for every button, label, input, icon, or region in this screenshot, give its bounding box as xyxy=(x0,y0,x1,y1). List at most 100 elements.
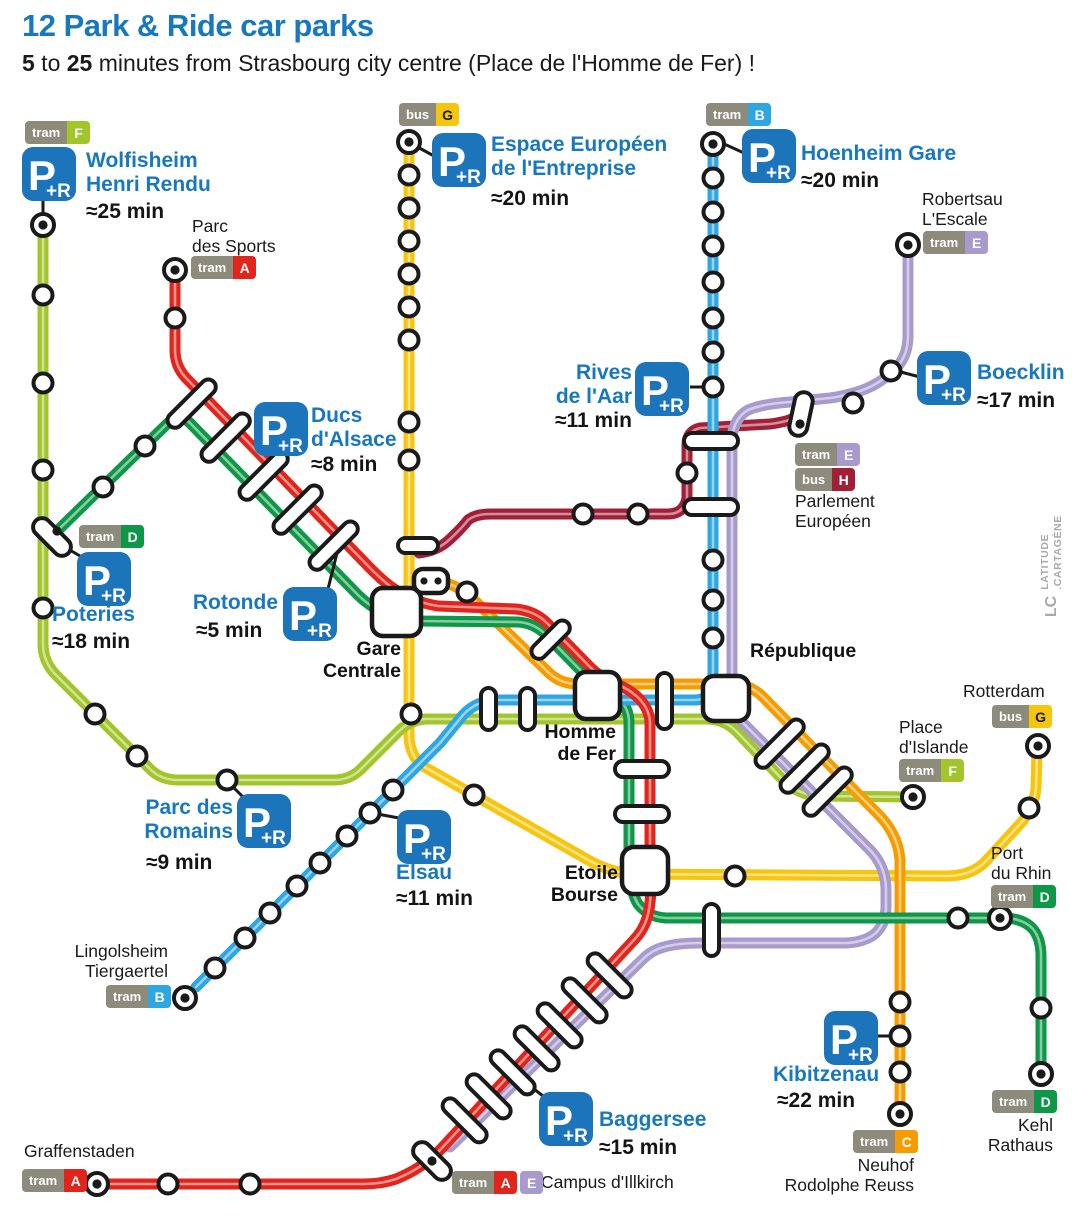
subtitle-max: 25 xyxy=(66,50,93,76)
marker-parlement xyxy=(787,390,815,438)
station-tick xyxy=(613,759,671,779)
station-marker xyxy=(701,200,725,224)
station-marker xyxy=(238,1172,262,1196)
pr-time-hoenheim: ≈20 min xyxy=(801,169,880,192)
badge-letter-d: D xyxy=(1034,1090,1058,1113)
station-marker xyxy=(31,458,55,482)
station-marker xyxy=(31,283,55,307)
station-marker xyxy=(1029,996,1053,1020)
station-tick xyxy=(613,804,671,824)
station-marker xyxy=(701,234,725,258)
page-subtitle: 5 to 25 minutes from Strasbourg city cen… xyxy=(22,50,755,77)
substation-dot xyxy=(434,577,442,585)
badge-mode: tram xyxy=(452,1171,495,1194)
station-marker xyxy=(1017,796,1041,820)
pr-icon-rotonde: P+R xyxy=(283,587,337,642)
station-tick xyxy=(682,497,740,517)
badge-mode: tram xyxy=(22,1169,65,1192)
station-marker xyxy=(701,306,725,330)
station-marker xyxy=(397,410,421,434)
station-marker xyxy=(723,864,747,888)
pr-p-glyph: P xyxy=(748,134,776,181)
station-marker-kibitzenau xyxy=(888,1024,912,1048)
pr-p-glyph: P xyxy=(83,557,111,604)
station-tick xyxy=(518,686,537,732)
subtitle-min: 5 xyxy=(22,50,35,76)
station-marker xyxy=(285,874,309,898)
pr-time-rotonde: ≈5 min xyxy=(196,619,263,642)
pr-icon-rives-de-l-aar: P+R xyxy=(635,362,689,417)
pr-time-parc-des-romains: ≈9 min xyxy=(146,851,213,874)
gare-centrale-substation xyxy=(411,566,451,596)
pr-tile xyxy=(917,351,971,405)
station-marker xyxy=(381,778,405,802)
station-markers xyxy=(31,163,1053,1196)
badge-mode: tram xyxy=(25,121,68,144)
pr-r-glyph: +R xyxy=(46,181,71,202)
station-tick xyxy=(488,1048,537,1097)
badge-letter-d: D xyxy=(121,525,145,548)
watermark-text: LATITUDE .CARTAGÈNE xyxy=(1038,515,1064,590)
station-ticks xyxy=(165,377,854,1145)
pr-p-glyph: P xyxy=(545,1097,573,1144)
label-robertsau: Robertsau L'Escale xyxy=(922,189,1003,229)
station-marker xyxy=(397,229,421,253)
station-tick xyxy=(512,1024,561,1073)
station-marker xyxy=(701,166,725,190)
station-tick xyxy=(464,1072,513,1121)
station-marker xyxy=(163,306,187,330)
station-marker xyxy=(455,580,479,604)
station-marker xyxy=(233,926,257,950)
pr-icon-espace-europeen: P+R xyxy=(432,133,486,188)
label-kehl: Kehl Rathaus xyxy=(987,1115,1053,1155)
interchange-homme-de-fer xyxy=(572,669,623,722)
badge-mode: bus xyxy=(795,468,833,491)
station-marker-boecklin xyxy=(879,359,903,383)
station-marker xyxy=(397,262,421,286)
station-tick xyxy=(655,671,674,731)
station-marker xyxy=(462,783,486,807)
station-marker xyxy=(156,1172,180,1196)
pr-time-elsau: ≈11 min xyxy=(396,887,473,910)
station-marker xyxy=(701,626,725,650)
station-tick xyxy=(165,377,218,430)
label-homme-de-fer: Homme de Fer xyxy=(544,721,616,766)
badge-mode: tram xyxy=(795,443,838,466)
pr-p-glyph: P xyxy=(260,407,288,454)
pr-time-baggersee: ≈15 min xyxy=(599,1136,678,1159)
pr-label-parc-des-romains: Parc des Romains xyxy=(144,796,233,844)
station-marker xyxy=(397,163,421,187)
pr-time-kibitzenau: ≈22 min xyxy=(777,1089,856,1112)
badge-mode: bus xyxy=(992,705,1030,728)
station-marker xyxy=(83,702,107,726)
pr-r-glyph: +R xyxy=(848,1045,873,1066)
label-gare-centrale: Gare Centrale xyxy=(322,638,401,683)
terminus-dot xyxy=(895,1109,905,1119)
pr-icon-boecklin: P+R xyxy=(917,351,971,406)
pr-tile xyxy=(254,402,308,456)
pr-tile xyxy=(742,129,796,183)
interchange-republique xyxy=(700,673,752,724)
pr-r-glyph: +R xyxy=(278,436,303,457)
pr-r-glyph: +R xyxy=(941,385,966,406)
badge-mode: tram xyxy=(899,759,942,782)
watermark: LC LATITUDE .CARTAGÈNE xyxy=(1039,493,1065,617)
pr-label-boecklin: Boecklin xyxy=(977,361,1065,384)
label-campus-illkirch: Campus d'Illkirch xyxy=(541,1172,674,1192)
terminus-dot xyxy=(795,419,805,429)
station-marker xyxy=(399,702,423,726)
pr-icon-wolfisheim: P+R xyxy=(22,147,76,202)
pr-icon-kibitzenau: P+R xyxy=(824,1011,878,1066)
pr-tile xyxy=(397,810,451,864)
station-tick xyxy=(682,431,740,451)
station-marker xyxy=(675,461,699,485)
pr-time-boecklin: ≈17 min xyxy=(977,389,1056,412)
pr-label-poteries: Poteries xyxy=(52,603,135,626)
